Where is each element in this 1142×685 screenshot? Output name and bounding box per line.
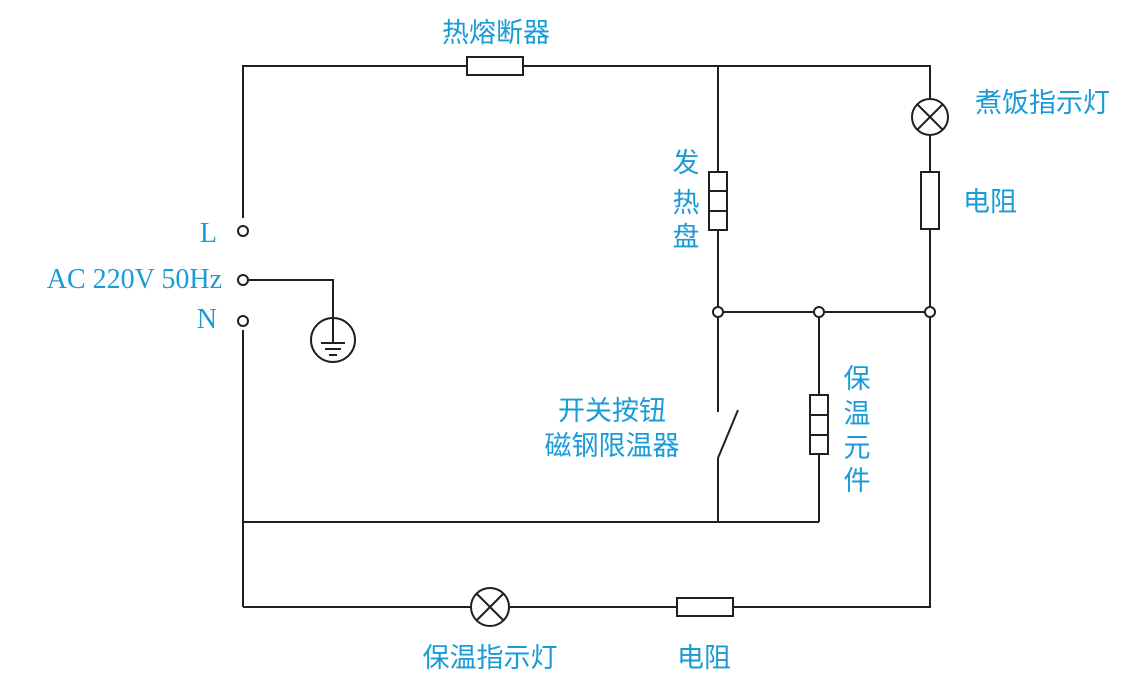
label-keep-warm-3: 元 <box>844 433 871 464</box>
label-keep-warm-1: 保 <box>844 364 871 395</box>
wire-top-right <box>523 65 931 100</box>
switch-icon <box>717 409 739 459</box>
keep-warm-element-icon <box>809 394 829 455</box>
label-terminal-N: N <box>197 304 217 335</box>
label-keep-warm-4: 件 <box>844 466 871 497</box>
wire-top-left <box>242 65 467 218</box>
wires <box>242 65 931 608</box>
wire-ground <box>249 279 334 319</box>
terminal-ground-icon <box>237 274 249 286</box>
label-resistor-bottom: 电阻 <box>677 643 731 674</box>
junction-dot-icon <box>813 306 825 318</box>
junction-dot-icon <box>924 306 936 318</box>
label-switch-line2: 磁钢限温器 <box>545 431 680 462</box>
heating-element-icon <box>708 171 728 231</box>
fuse-icon <box>466 56 524 76</box>
terminal-L-icon <box>237 225 249 237</box>
terminal-N-icon <box>237 315 249 327</box>
ground-icon <box>310 317 356 363</box>
indicator-lamp-icon <box>911 98 949 136</box>
label-heating-plate-3: 盘 <box>673 222 700 253</box>
label-heating-plate-1: 发 <box>673 148 700 179</box>
label-supply: AC 220V 50Hz <box>47 264 222 295</box>
label-keep-warm-lamp: 保温指示灯 <box>423 643 558 674</box>
wire-bottom-right <box>733 312 931 608</box>
resistor-icon <box>920 171 940 230</box>
label-thermal-fuse: 热熔断器 <box>442 18 550 49</box>
label-cooking-lamp: 煮饭指示灯 <box>975 88 1110 119</box>
resistor-bottom-icon <box>676 597 734 617</box>
junction-dot-icon <box>712 306 724 318</box>
label-switch-line1: 开关按钮 <box>558 396 666 427</box>
label-resistor-top: 电阻 <box>963 187 1017 218</box>
label-keep-warm-2: 温 <box>844 399 871 430</box>
label-terminal-L: L <box>200 218 217 249</box>
label-heating-plate-2: 热 <box>673 188 700 219</box>
keep-warm-lamp-icon <box>470 587 510 627</box>
